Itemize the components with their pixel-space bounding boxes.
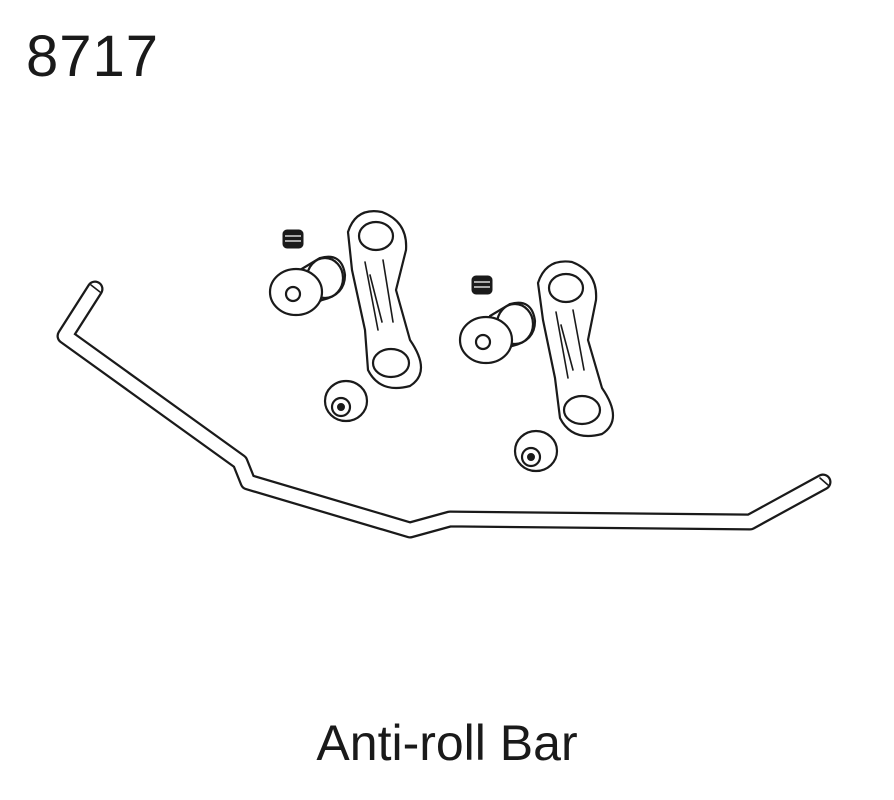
anti-roll-bar-icon: [56, 280, 832, 539]
set-screw-icon: [471, 275, 493, 295]
link-rod-icon: [536, 260, 615, 438]
ball-stud-icon: [458, 301, 537, 365]
set-screw-icon: [282, 229, 304, 249]
part-number: 8717: [26, 24, 160, 89]
ball-stud-icon: [268, 255, 347, 317]
link-rod-icon: [346, 210, 423, 390]
part-name: Anti-roll Bar: [316, 715, 578, 771]
ball-end-icon: [513, 429, 559, 473]
ball-end-icon: [323, 379, 369, 423]
